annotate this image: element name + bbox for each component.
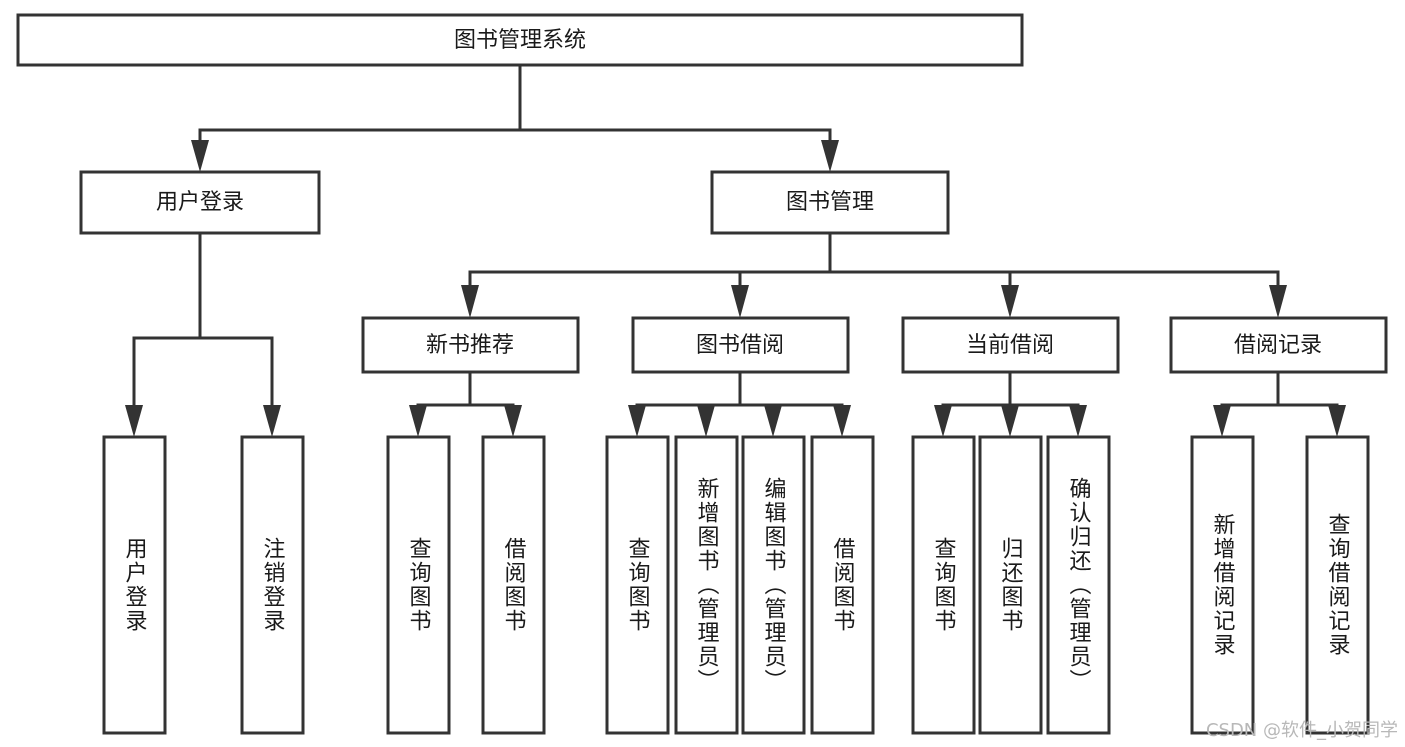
arrow-head-book-borrow-leaf-4 [833,405,851,437]
watermark-label: CSDN @软件_小贺同学 [1206,720,1398,741]
leaf-borrow-record-query-box[interactable] [1305,435,1370,735]
node-new-book-recommend-label: 新书推荐 [426,333,514,358]
leaf-user-login-login-label: 用户登录 [122,537,148,633]
leaf-book-borrow-borrow-label: 借阅图书 [830,537,856,633]
arrow-head-book-borrow-leaf-2 [697,405,715,437]
leaf-book-borrow-edit-box[interactable] [741,435,806,735]
leaf-book-borrow-query[interactable]: 查询图书 [605,435,670,735]
leaf-new-book-query-label: 查询图书 [406,537,432,633]
leaf-borrow-record-add-label: 新增借阅记录 [1210,513,1236,657]
leaf-book-borrow-edit-label: 编辑图书（管理员） [761,477,787,693]
node-book-management[interactable]: 图书管理 [710,170,950,235]
node-new-book-recommend-box[interactable] [361,316,580,374]
arrow-head-current-borrow-leaf-2 [1001,405,1019,437]
arrow-head-borrow-record [1269,285,1287,318]
leaf-user-login-logout-box[interactable] [240,435,305,735]
arrow-head-borrow-record-leaf-2 [1328,405,1346,437]
leaf-user-login-login-box[interactable] [102,435,167,735]
leaf-book-borrow-borrow[interactable]: 借阅图书 [810,435,875,735]
arrow-head-new-book-leaf-1 [409,405,427,437]
leaf-current-borrow-return-label: 归还图书 [998,537,1024,633]
node-root-box[interactable] [16,13,1024,67]
leaf-book-borrow-add-box[interactable] [674,435,739,735]
node-user-login-label: 用户登录 [156,190,244,215]
leaf-current-borrow-return-box[interactable] [978,435,1043,735]
node-book-management-label: 图书管理 [786,190,874,215]
leaf-book-borrow-add[interactable]: 新增图书（管理员） [674,435,739,735]
node-borrow-record[interactable]: 借阅记录 [1169,316,1388,374]
arrow-head-new-book [461,285,479,318]
leaf-new-book-borrow-label: 借阅图书 [501,537,527,633]
node-book-borrow[interactable]: 图书借阅 [631,316,850,374]
arrow-head-book-borrow-leaf-1 [628,405,646,437]
node-borrow-record-box[interactable] [1169,316,1388,374]
connector-group [125,63,1346,437]
node-book-borrow-label: 图书借阅 [696,333,784,358]
leaf-new-book-query[interactable]: 查询图书 [386,435,451,735]
arrow-head-new-book-leaf-2 [504,405,522,437]
node-root-label: 图书管理系统 [454,28,586,53]
node-current-borrow[interactable]: 当前借阅 [901,316,1120,374]
leaf-current-borrow-confirm[interactable]: 确认归还（管理员） [1046,435,1111,735]
node-new-book-recommend[interactable]: 新书推荐 [361,316,580,374]
leaf-new-book-borrow[interactable]: 借阅图书 [481,435,546,735]
leaf-user-login-logout[interactable]: 注销登录 [240,435,305,735]
leaf-new-book-query-box[interactable] [386,435,451,735]
leaf-book-borrow-add-label: 新增图书（管理员） [694,477,720,693]
leaf-book-borrow-query-box[interactable] [605,435,670,735]
node-current-borrow-label: 当前借阅 [966,333,1054,358]
leaf-book-borrow-query-label: 查询图书 [625,537,651,633]
leaf-user-login-logout-label: 注销登录 [260,537,286,633]
leaf-book-borrow-edit[interactable]: 编辑图书（管理员） [741,435,806,735]
leaf-new-book-borrow-box[interactable] [481,435,546,735]
arrow-head-user-login [191,140,209,172]
arrow-head-current-borrow [1001,285,1019,318]
arrow-head-book-borrow [731,285,749,318]
arrow-head-borrow-record-leaf-1 [1213,405,1231,437]
node-user-login[interactable]: 用户登录 [79,170,321,235]
leaf-borrow-record-query-label: 查询借阅记录 [1325,513,1351,657]
node-book-management-box[interactable] [710,170,950,235]
leaf-current-borrow-query[interactable]: 查询图书 [911,435,976,735]
leaf-current-borrow-query-box[interactable] [911,435,976,735]
arrow-head-book-mgmt [821,140,839,172]
node-current-borrow-box[interactable] [901,316,1120,374]
node-root-system[interactable]: 图书管理系统 [16,13,1024,67]
arrow-head-book-borrow-leaf-3 [764,405,782,437]
leaf-current-borrow-confirm-label: 确认归还（管理员） [1066,477,1092,693]
arrow-head-user-login-leaf-2 [263,405,281,437]
arrow-head-current-borrow-leaf-3 [1069,405,1087,437]
leaf-book-borrow-borrow-box[interactable] [810,435,875,735]
node-borrow-record-label: 借阅记录 [1234,333,1322,358]
node-book-borrow-box[interactable] [631,316,850,374]
leaf-borrow-record-query[interactable]: 查询借阅记录 [1305,435,1370,735]
leaf-borrow-record-add-box[interactable] [1190,435,1255,735]
leaf-current-borrow-return[interactable]: 归还图书 [978,435,1043,735]
arrow-head-user-login-leaf-1 [125,405,143,437]
leaf-current-borrow-confirm-box[interactable] [1046,435,1111,735]
node-user-login-box[interactable] [79,170,321,235]
arrow-head-current-borrow-leaf-1 [934,405,952,437]
leaf-current-borrow-query-label: 查询图书 [931,537,957,633]
leaf-user-login-login[interactable]: 用户登录 [102,435,167,735]
leaf-borrow-record-add[interactable]: 新增借阅记录 [1190,435,1255,735]
